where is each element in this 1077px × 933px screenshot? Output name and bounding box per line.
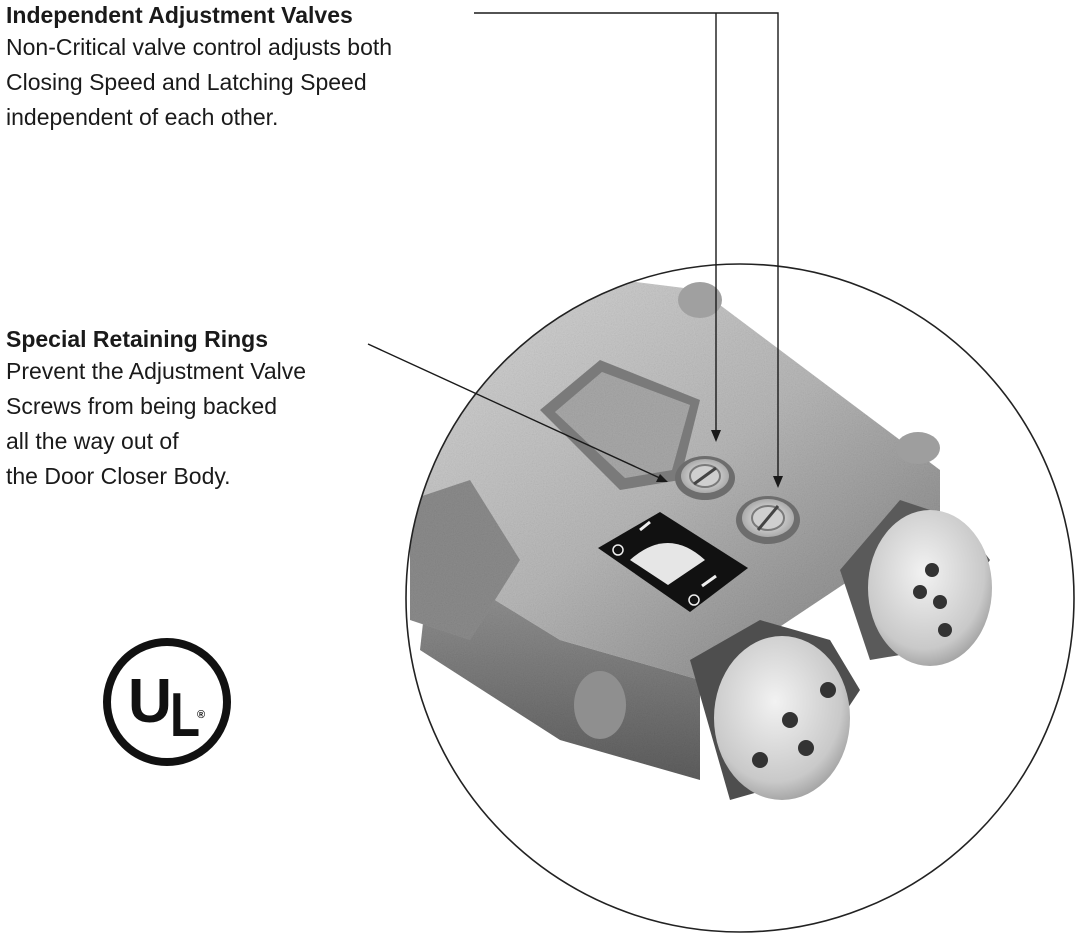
- ul-logo-mark: ®: [197, 709, 205, 721]
- callout-special-retaining-rings: Special Retaining Rings Prevent the Adju…: [6, 324, 306, 494]
- callout-line: Screws from being backed: [6, 393, 278, 419]
- callout-title: Independent Adjustment Valves: [6, 2, 353, 28]
- piston-end-cap-right: [840, 500, 992, 666]
- callout-line: all the way out of: [6, 428, 179, 454]
- closer-body-side: [420, 560, 700, 780]
- valves-leader-lines: [474, 12, 779, 480]
- callout-independent-adjustment-valves: Independent Adjustment Valves Non-Critic…: [6, 0, 392, 135]
- callout-line: Non-Critical valve control adjusts both: [6, 34, 393, 60]
- callout-line: Closing Speed and Latching Speed: [6, 69, 367, 95]
- adjustment-valve-screw-closing: [675, 456, 735, 500]
- piston-end-cap-left: [690, 620, 860, 800]
- callout-line: Prevent the Adjustment Valve: [6, 358, 307, 384]
- ul-certification-logo: U L: [103, 638, 231, 766]
- adjustment-valve-screw-latching: [736, 496, 800, 544]
- valve-label-plate: [598, 512, 748, 612]
- registered-mark: ®: [197, 709, 206, 721]
- callout-line: the Door Closer Body.: [6, 463, 231, 489]
- callout-line: independent of each other.: [6, 104, 279, 130]
- door-closer-illustration: [410, 280, 992, 800]
- valves-leader-arrowheads: [711, 430, 783, 488]
- svg-text:U: U: [128, 667, 172, 736]
- callout-title: Special Retaining Rings: [6, 326, 268, 352]
- svg-text:L: L: [170, 681, 200, 750]
- rings-leader-line: [367, 343, 668, 482]
- magnifier-circle: [405, 263, 1075, 933]
